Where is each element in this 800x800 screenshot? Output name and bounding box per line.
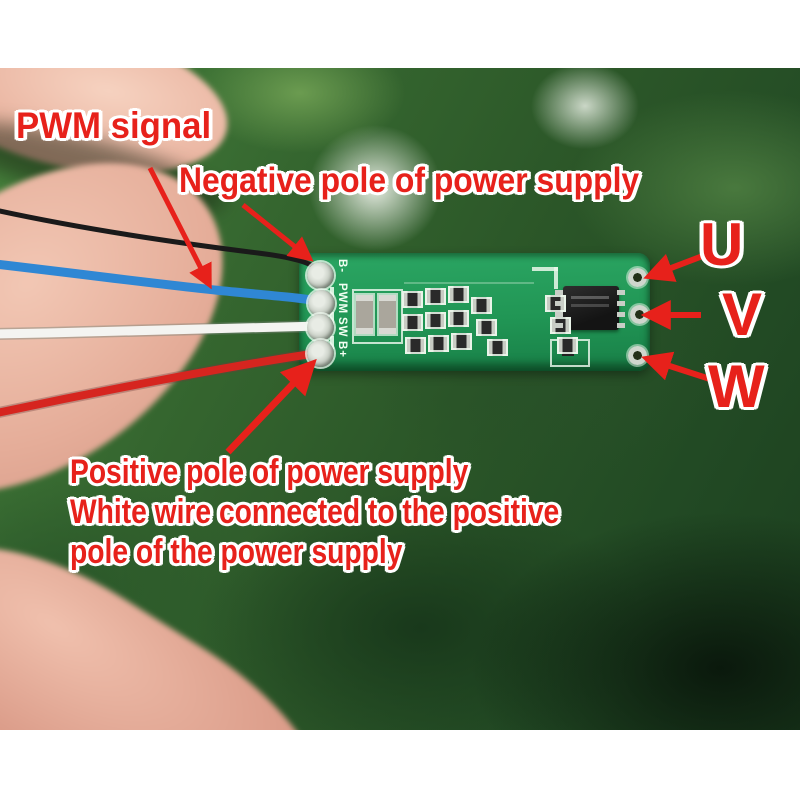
- silkscreen-divider: [330, 336, 334, 349]
- smd-component: [557, 337, 578, 354]
- pad-label-pwm: PWM: [336, 283, 348, 315]
- ic-pin: [555, 312, 563, 317]
- solder-pad-b-minus: [307, 262, 334, 289]
- label-positive-line3: pole of the power supply: [70, 533, 403, 571]
- label-phase-v: V: [722, 281, 763, 348]
- ic-pin: [617, 301, 625, 306]
- silkscreen-divider: [330, 312, 334, 325]
- ic-pin: [555, 290, 563, 295]
- solder-pad-pwm: [308, 290, 335, 317]
- ic-pin: [555, 323, 563, 328]
- smd-component: [428, 335, 449, 352]
- phase-hole-v: [630, 305, 649, 324]
- label-positive-line2: White wire connected to the positive: [70, 493, 560, 531]
- smd-component: [476, 319, 497, 336]
- label-positive-pole: Positive pole of power supply White wire…: [70, 452, 559, 572]
- smd-component: [448, 286, 469, 303]
- pad-label-b-plus: B+: [336, 341, 348, 359]
- smd-component: [425, 288, 446, 305]
- label-pwm-signal: PWM signal: [16, 105, 212, 146]
- phase-hole-u: [628, 268, 647, 287]
- pad-label-sw: SW: [336, 317, 348, 338]
- label-positive-line1: Positive pole of power supply: [70, 453, 469, 491]
- smd-component: [448, 310, 469, 327]
- pcb-board: B- PWM SW B+: [299, 253, 650, 371]
- label-phase-w: W: [708, 353, 765, 420]
- ic-pin: [555, 301, 563, 306]
- smd-component: [402, 291, 423, 308]
- silkscreen-divider: [330, 287, 334, 300]
- capacitor: [356, 295, 373, 334]
- smd-component: [405, 337, 426, 354]
- label-phase-u: U: [700, 211, 744, 278]
- capacitor: [379, 295, 396, 334]
- smd-component: [451, 333, 472, 350]
- ic-pin: [617, 323, 625, 328]
- ic-pin: [617, 312, 625, 317]
- smd-component: [471, 297, 492, 314]
- smd-component: [425, 312, 446, 329]
- silkscreen-mark: [554, 267, 558, 289]
- ic-chip: [563, 286, 619, 330]
- phase-hole-w: [628, 346, 647, 365]
- pad-label-b-minus: B-: [336, 259, 348, 274]
- label-negative-pole: Negative pole of power supply: [179, 161, 640, 200]
- silkscreen-mark: [532, 267, 558, 271]
- ic-pin: [617, 290, 625, 295]
- smd-component: [402, 314, 423, 331]
- solder-pad-b-plus: [307, 340, 334, 367]
- trace: [404, 282, 534, 284]
- smd-component: [487, 339, 508, 356]
- solder-pad-sw: [307, 314, 334, 341]
